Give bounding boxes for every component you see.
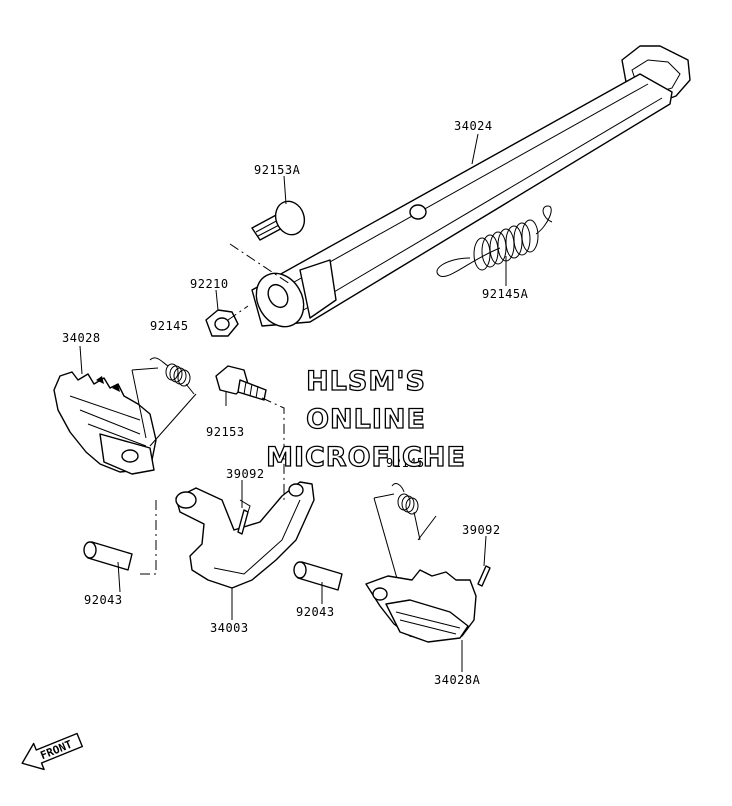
spring-92145-right bbox=[373, 483, 437, 583]
cotter-pin-39092-right bbox=[477, 565, 491, 587]
assembly-lines bbox=[140, 243, 291, 575]
label-34028: 34028 bbox=[62, 331, 101, 345]
bolt-92153A bbox=[251, 200, 306, 241]
label-92153A: 92153A bbox=[254, 163, 301, 177]
bracket-34003 bbox=[175, 481, 315, 589]
label-34024: 34024 bbox=[454, 119, 493, 133]
label-92210: 92210 bbox=[190, 277, 229, 291]
leader-lines bbox=[79, 133, 507, 672]
label-92145A: 92145A bbox=[482, 287, 529, 301]
watermark-line3: MICROFICHE bbox=[266, 442, 466, 473]
side-stand-34024 bbox=[251, 45, 691, 328]
label-92043-left: 92043 bbox=[84, 593, 123, 607]
footrest-34028A bbox=[365, 569, 477, 643]
pin-92043-right bbox=[293, 561, 343, 591]
bolt-92153 bbox=[215, 365, 267, 401]
footrest-34028 bbox=[53, 371, 157, 475]
front-arrow-icon: FRONT bbox=[21, 732, 83, 771]
label-39092-right: 39092 bbox=[462, 523, 501, 537]
spring-92145-left bbox=[131, 357, 197, 447]
watermark-line2: ONLINE bbox=[306, 404, 426, 435]
label-92145-left: 92145 bbox=[150, 319, 189, 333]
label-39092-left: 39092 bbox=[226, 467, 265, 481]
label-34028A: 34028A bbox=[434, 673, 481, 687]
label-92145-right: 92145 bbox=[386, 456, 425, 470]
label-92043-right: 92043 bbox=[296, 605, 335, 619]
nut-92210 bbox=[205, 309, 239, 337]
label-34003: 34003 bbox=[210, 621, 249, 635]
pin-92043-left bbox=[83, 541, 133, 571]
cotter-pin-39092-left bbox=[237, 509, 249, 535]
spring-92145A bbox=[436, 205, 553, 277]
watermark-line1: HLSM'S bbox=[306, 366, 426, 397]
label-92153: 92153 bbox=[206, 425, 245, 439]
